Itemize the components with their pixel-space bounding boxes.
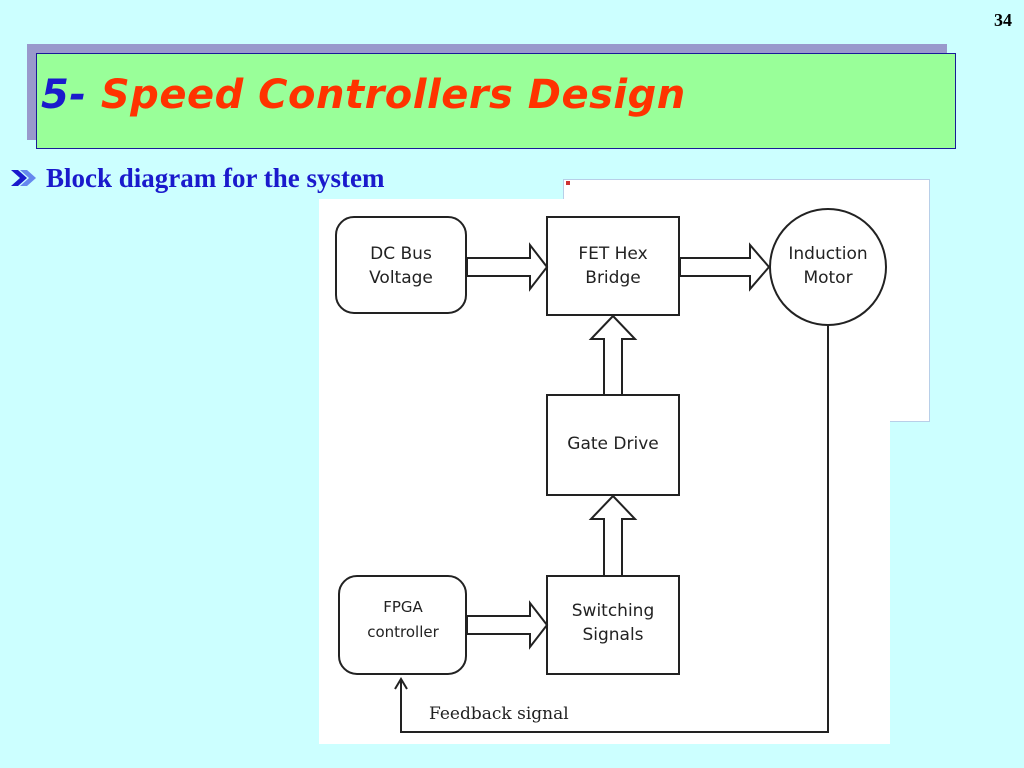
- fpga-label-line2: controller: [367, 623, 439, 641]
- switching-label-line2: Signals: [582, 625, 643, 645]
- title-number: 5-: [41, 72, 87, 118]
- induction-motor-block: [769, 208, 887, 326]
- bullet-item: Block diagram for the system: [10, 162, 384, 194]
- arrow-dcbus-to-fet: [466, 242, 549, 292]
- arrow-switching-to-gate: [588, 494, 638, 577]
- dc-bus-block: [335, 216, 467, 314]
- bullet-text: Block diagram for the system: [46, 162, 385, 193]
- arrow-fet-to-motor: [679, 242, 771, 292]
- title-box: 5- Speed Controllers Design: [36, 53, 956, 149]
- motor-label-line2: Motor: [803, 268, 852, 288]
- fpga-label-line1: FPGA: [383, 598, 423, 616]
- feedback-arrowhead: [394, 677, 408, 690]
- motor-label-line1: Induction: [788, 244, 867, 264]
- dc-bus-label-line2: Voltage: [369, 268, 433, 288]
- gate-drive-label: Gate Drive: [567, 434, 658, 454]
- block-diagram-svg: DC Bus Voltage FET Hex Bridge Induction …: [335, 208, 887, 733]
- arrow-fpga-to-switching: [466, 600, 549, 650]
- slide-title: 5- Speed Controllers Design: [41, 72, 686, 118]
- feedback-signal-label: Feedback signal: [429, 704, 569, 724]
- fet-bridge-label-line2: Bridge: [585, 268, 640, 288]
- block-diagram: DC Bus Voltage FET Hex Bridge Induction …: [319, 199, 890, 744]
- title-text: Speed Controllers Design: [100, 72, 686, 118]
- page-number: 34: [994, 10, 1012, 30]
- switching-label-line1: Switching: [572, 601, 655, 621]
- double-arrow-bullet-icon: [11, 170, 36, 186]
- fet-bridge-block: [546, 216, 680, 316]
- dc-bus-label-line1: DC Bus: [370, 244, 432, 264]
- fet-bridge-label-line1: FET Hex: [578, 244, 647, 264]
- feedback-line: [400, 326, 829, 733]
- arrow-gate-to-fet: [588, 314, 638, 396]
- thumbnail-mark: [566, 181, 570, 185]
